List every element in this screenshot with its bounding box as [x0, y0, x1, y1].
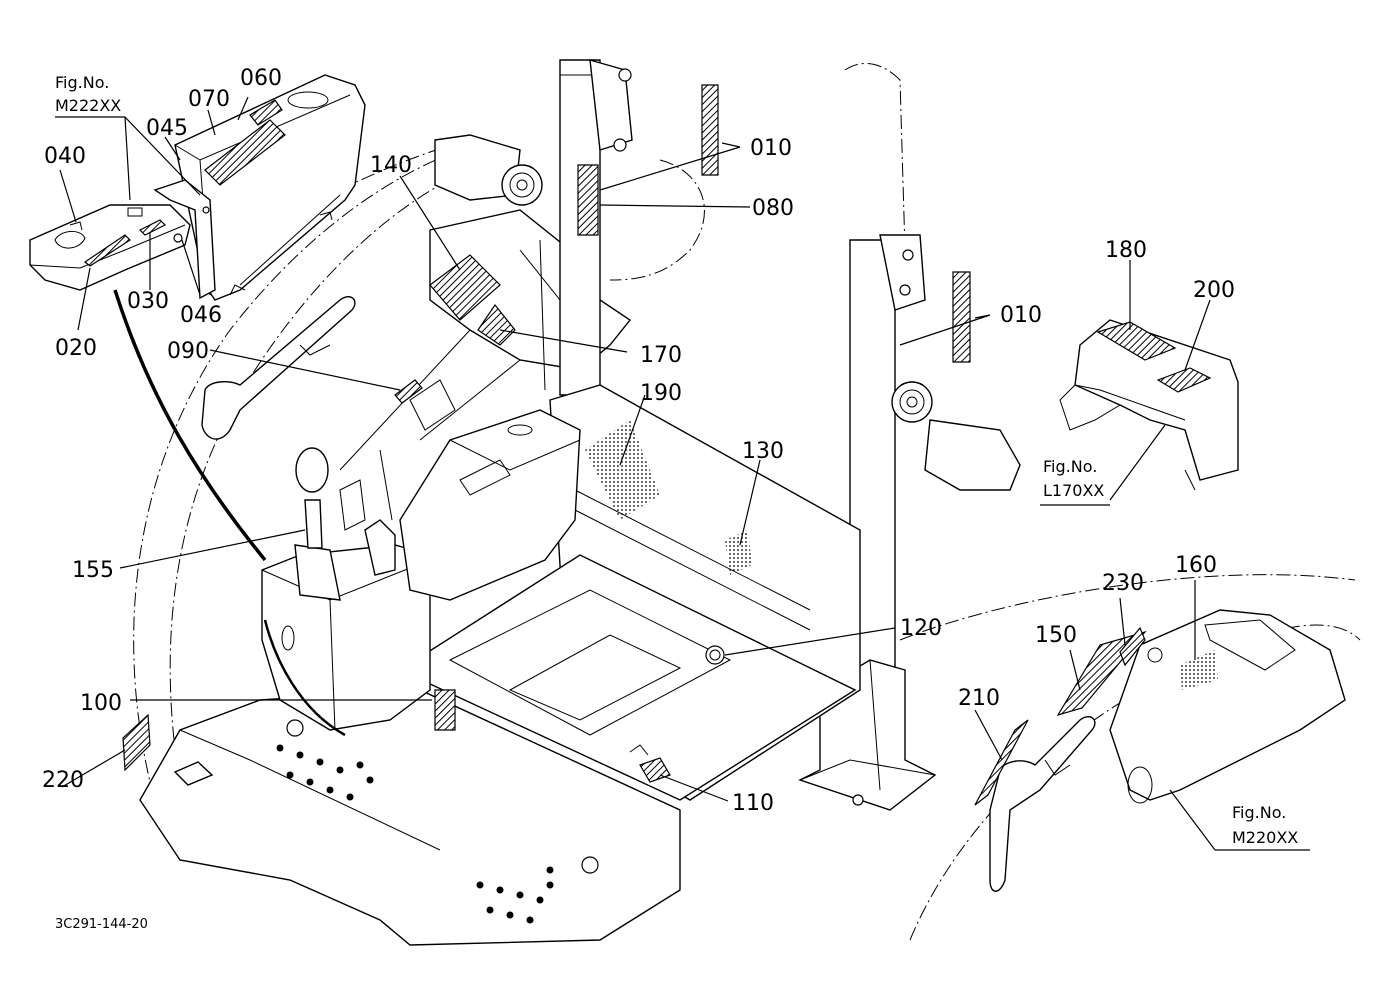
pillar-right [849, 234, 926, 700]
part-labels: 060 070 045 040 020 030 046 010 080 140 … [42, 66, 1235, 816]
figure-refs: Fig.No. M222XX Fig.No. L170XX Fig.No. M2… [55, 73, 1298, 847]
decal-010-upper [701, 84, 719, 176]
decal-220-base [173, 761, 214, 786]
decal-230 [1119, 626, 1146, 667]
label-170: 170 [640, 343, 682, 368]
joystick-155 [294, 447, 341, 601]
guide-line [113, 289, 267, 562]
decal-130 [725, 530, 752, 575]
decal-190 [585, 420, 660, 520]
grab-handle-right [989, 716, 1096, 892]
fig-ref-m220-code: M220XX [1232, 828, 1298, 847]
cover-l170 [1059, 319, 1239, 491]
horn-right [891, 381, 1021, 491]
label-190: 190 [640, 381, 682, 406]
decal-170 [477, 303, 516, 346]
control-console-right [339, 409, 581, 601]
label-046: 046 [180, 303, 222, 328]
cabin-outline [133, 62, 1361, 941]
switch-cover [29, 204, 191, 291]
label-060: 060 [240, 66, 282, 91]
label-045: 045 [146, 116, 188, 141]
label-090: 090 [167, 339, 209, 364]
label-140: 140 [370, 153, 412, 178]
pillar-center [539, 59, 633, 396]
leader-lines [55, 96, 1310, 851]
part-120 [705, 645, 725, 665]
label-155: 155 [72, 558, 114, 583]
label-100: 100 [80, 691, 122, 716]
fender-m220 [1109, 609, 1346, 804]
horn-left [434, 134, 543, 206]
fig-ref-l170-code: L170XX [1043, 481, 1104, 500]
decal-090 [394, 379, 423, 404]
decal-180 [1096, 321, 1177, 361]
label-160: 160 [1175, 553, 1217, 578]
label-230: 230 [1102, 571, 1144, 596]
fig-ref-m222-code: M222XX [55, 96, 121, 115]
label-130: 130 [742, 439, 784, 464]
floor-holes [276, 719, 599, 924]
label-210: 210 [958, 686, 1000, 711]
decal-210 [974, 719, 1029, 806]
decal-080 [577, 164, 599, 236]
fig-ref-m222-title: Fig.No. [55, 73, 109, 92]
grab-handle-left [201, 296, 356, 440]
label-010-lower: 010 [1000, 303, 1042, 328]
decal-220 [122, 713, 151, 772]
label-080: 080 [752, 196, 794, 221]
decal-020 [83, 234, 131, 267]
figure-code: 3C291-144-20 [55, 917, 148, 932]
control-console-left [261, 447, 451, 731]
decal-070 [204, 119, 286, 186]
fig-ref-l170-title: Fig.No. [1043, 457, 1097, 476]
armrest-console-upper [174, 74, 366, 301]
label-010-upper: 010 [750, 136, 792, 161]
label-220: 220 [42, 768, 84, 793]
decal-100 [434, 689, 456, 731]
label-120: 120 [900, 616, 942, 641]
label-040: 040 [44, 144, 86, 169]
floor-plate [398, 554, 857, 801]
fig-ref-m220-title: Fig.No. [1232, 803, 1286, 822]
label-110: 110 [732, 791, 774, 816]
front-floor [139, 689, 681, 946]
decal-030 [138, 219, 167, 236]
label-070: 070 [188, 87, 230, 112]
decal-060 [249, 99, 283, 126]
label-030: 030 [127, 289, 169, 314]
label-020: 020 [55, 336, 97, 361]
decal-010-lower [952, 271, 971, 363]
decal-200 [1156, 367, 1212, 393]
label-180: 180 [1105, 238, 1147, 263]
decal-160 [1180, 650, 1218, 690]
label-150: 150 [1035, 623, 1077, 648]
cable-line [263, 619, 346, 737]
label-200: 200 [1193, 278, 1235, 303]
